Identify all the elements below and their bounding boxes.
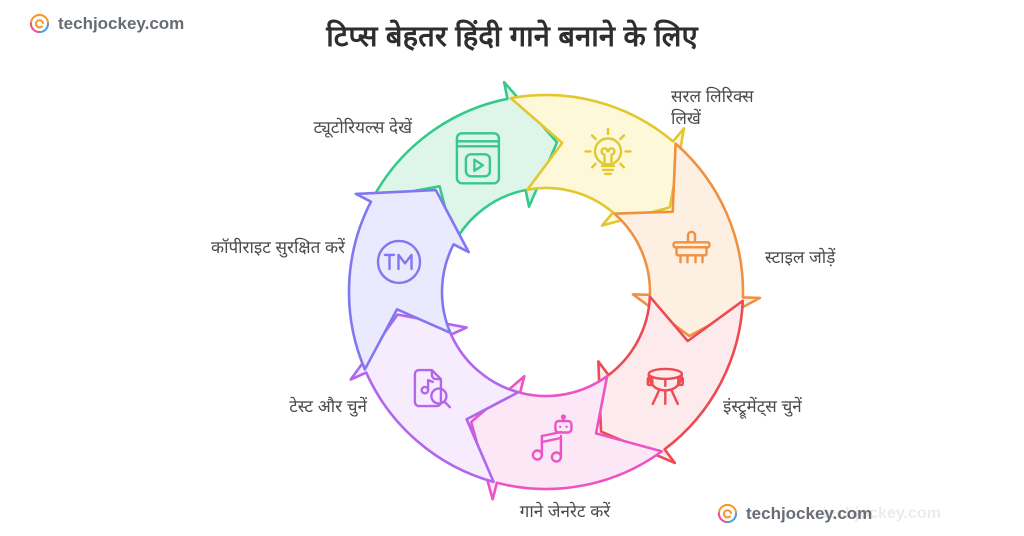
add-style-label: स्टाइल जोड़ें — [765, 248, 836, 267]
test-and-choose-arrow — [349, 313, 520, 484]
brand-text: techjockey.com — [58, 13, 185, 33]
techjockey-logo-header: techjockey.com — [28, 12, 184, 35]
techjockey-logo-footer: techjockey.com — [716, 502, 872, 525]
write-simple-lyrics-label: सरल लिरिक्स लिखें — [671, 87, 754, 128]
watch-tutorials-label: ट्यूटोरियल्स देखें — [313, 118, 412, 137]
protect-copyright-label: कॉपीराइट सुरक्षित करें — [211, 238, 345, 257]
choose-instruments-label: इंस्ट्रूमेंट्स चुनें — [723, 397, 802, 416]
brand-text: techjockey.com — [746, 503, 873, 523]
page-title: टिप्स बेहतर हिंदी गाने बनाने के लिए — [326, 21, 698, 53]
test-and-choose-label: टेस्ट और चुनें — [289, 397, 367, 416]
techjockey-swirl-icon — [29, 13, 50, 34]
techjockey-swirl-icon — [717, 503, 738, 524]
generate-songs-label: गाने जेनरेट करें — [519, 502, 611, 521]
generate-songs-arrow — [469, 374, 664, 501]
watermark-text: techjockey.com — [822, 505, 941, 522]
